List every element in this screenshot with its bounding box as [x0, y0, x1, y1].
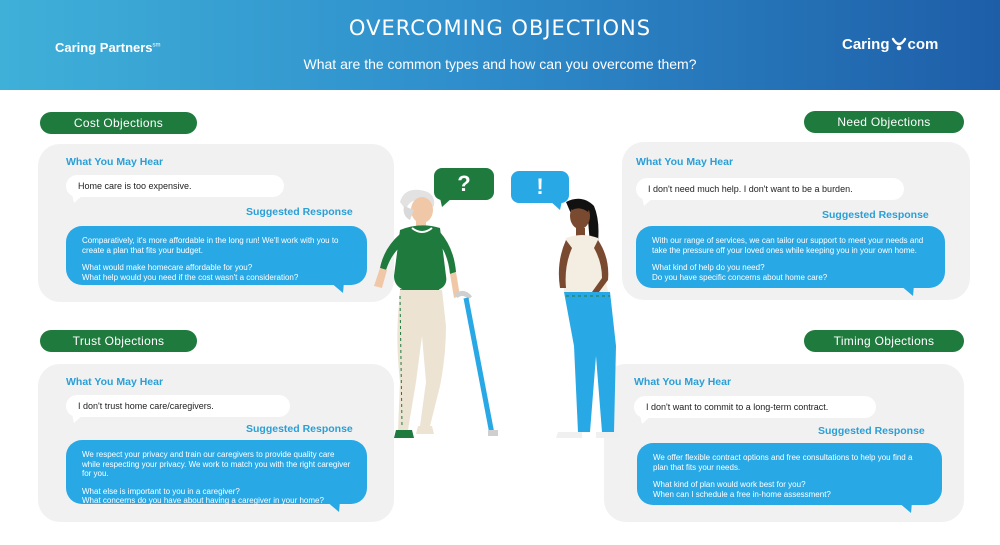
page-subtitle: What are the common types and how can yo… [303, 56, 697, 72]
logo-left-mark: sm [152, 42, 161, 49]
need-objections-pill: Need Objections [804, 111, 964, 133]
cost-response-text-2a: What would make homecare affordable for … [82, 263, 253, 273]
trust-hear-tail [72, 414, 84, 423]
caring-com-logo: Caring com [842, 36, 938, 53]
logo-right-text-a: Caring [842, 36, 890, 53]
need-hear-bubble: I don't need much help. I don't want to … [636, 178, 904, 200]
trust-response-text-1: We respect your privacy and train our ca… [82, 450, 351, 479]
timing-hear-label: What You May Hear [634, 376, 732, 388]
timing-hear-bubble: I don't want to commit to a long-term co… [634, 396, 876, 418]
cost-response-bubble: Comparatively, it's more affordable in t… [66, 226, 367, 285]
exclamation-bubble-icon: ! [511, 171, 569, 203]
timing-response-text-1: We offer flexible contract options and f… [653, 453, 913, 472]
timing-response-text-2a: What kind of plan would work best for yo… [653, 480, 806, 490]
woman-standing-illustration [556, 198, 620, 438]
timing-response-tail [898, 502, 912, 513]
trust-response-text-2a: What else is important to you in a careg… [82, 486, 240, 496]
question-mark-bubble-icon: ? [434, 168, 494, 200]
need-response-bubble: With our range of services, we can tailo… [636, 226, 945, 288]
page-title: OVERCOMING OBJECTIONS [348, 16, 652, 40]
trust-objections-pill: Trust Objections [40, 330, 197, 352]
need-hear-tail [642, 197, 654, 206]
need-response-tail [900, 285, 914, 296]
trust-response-label: Suggested Response [246, 423, 353, 435]
need-hear-label: What You May Hear [636, 156, 734, 168]
trust-hear-bubble: I don't trust home care/caregivers. [66, 395, 290, 417]
elderly-man-with-cane-illustration [374, 189, 498, 438]
trust-response-bubble: We respect your privacy and train our ca… [66, 440, 367, 506]
trust-hear-label: What You May Hear [66, 376, 164, 388]
exclamation-bubble-tail [550, 201, 562, 210]
cost-response-tail [330, 282, 344, 293]
person-arms-up-icon [891, 37, 906, 50]
need-response-label: Suggested Response [822, 209, 929, 221]
cost-response-text-1: Comparatively, it's more affordable in t… [82, 236, 339, 255]
trust-response-tail [326, 501, 340, 512]
timing-objections-pill: Timing Objections [804, 330, 964, 352]
cost-hear-bubble: Home care is too expensive. [66, 175, 284, 197]
cost-objections-pill: Cost Objections [40, 112, 197, 134]
need-response-text-1: With our range of services, we can tailo… [652, 236, 924, 255]
timing-response-bubble: We offer flexible contract options and f… [637, 443, 942, 505]
need-response-text-2a: What kind of help do you need? [652, 263, 765, 273]
logo-right-text-b: com [907, 36, 939, 53]
timing-hear-tail [640, 415, 652, 424]
trust-response-text-2b: What concerns do you have about having a… [82, 496, 324, 506]
cost-hear-label: What You May Hear [66, 156, 164, 168]
need-response-text-2b: Do you have specific concerns about home… [652, 272, 828, 282]
cost-hear-tail [72, 194, 84, 203]
header-banner: Caring Partnerssm OVERCOMING OBJECTIONS … [0, 0, 1000, 90]
logo-left-text: Caring Partners [55, 40, 153, 55]
cost-response-text-2b: What help would you need if the cost was… [82, 272, 299, 282]
timing-response-label: Suggested Response [818, 425, 925, 437]
cost-response-label: Suggested Response [246, 206, 353, 218]
timing-response-text-2b: When can I schedule a free in-home asses… [653, 489, 831, 499]
question-bubble-tail [440, 198, 452, 207]
caring-partners-logo: Caring Partnerssm [55, 40, 161, 55]
